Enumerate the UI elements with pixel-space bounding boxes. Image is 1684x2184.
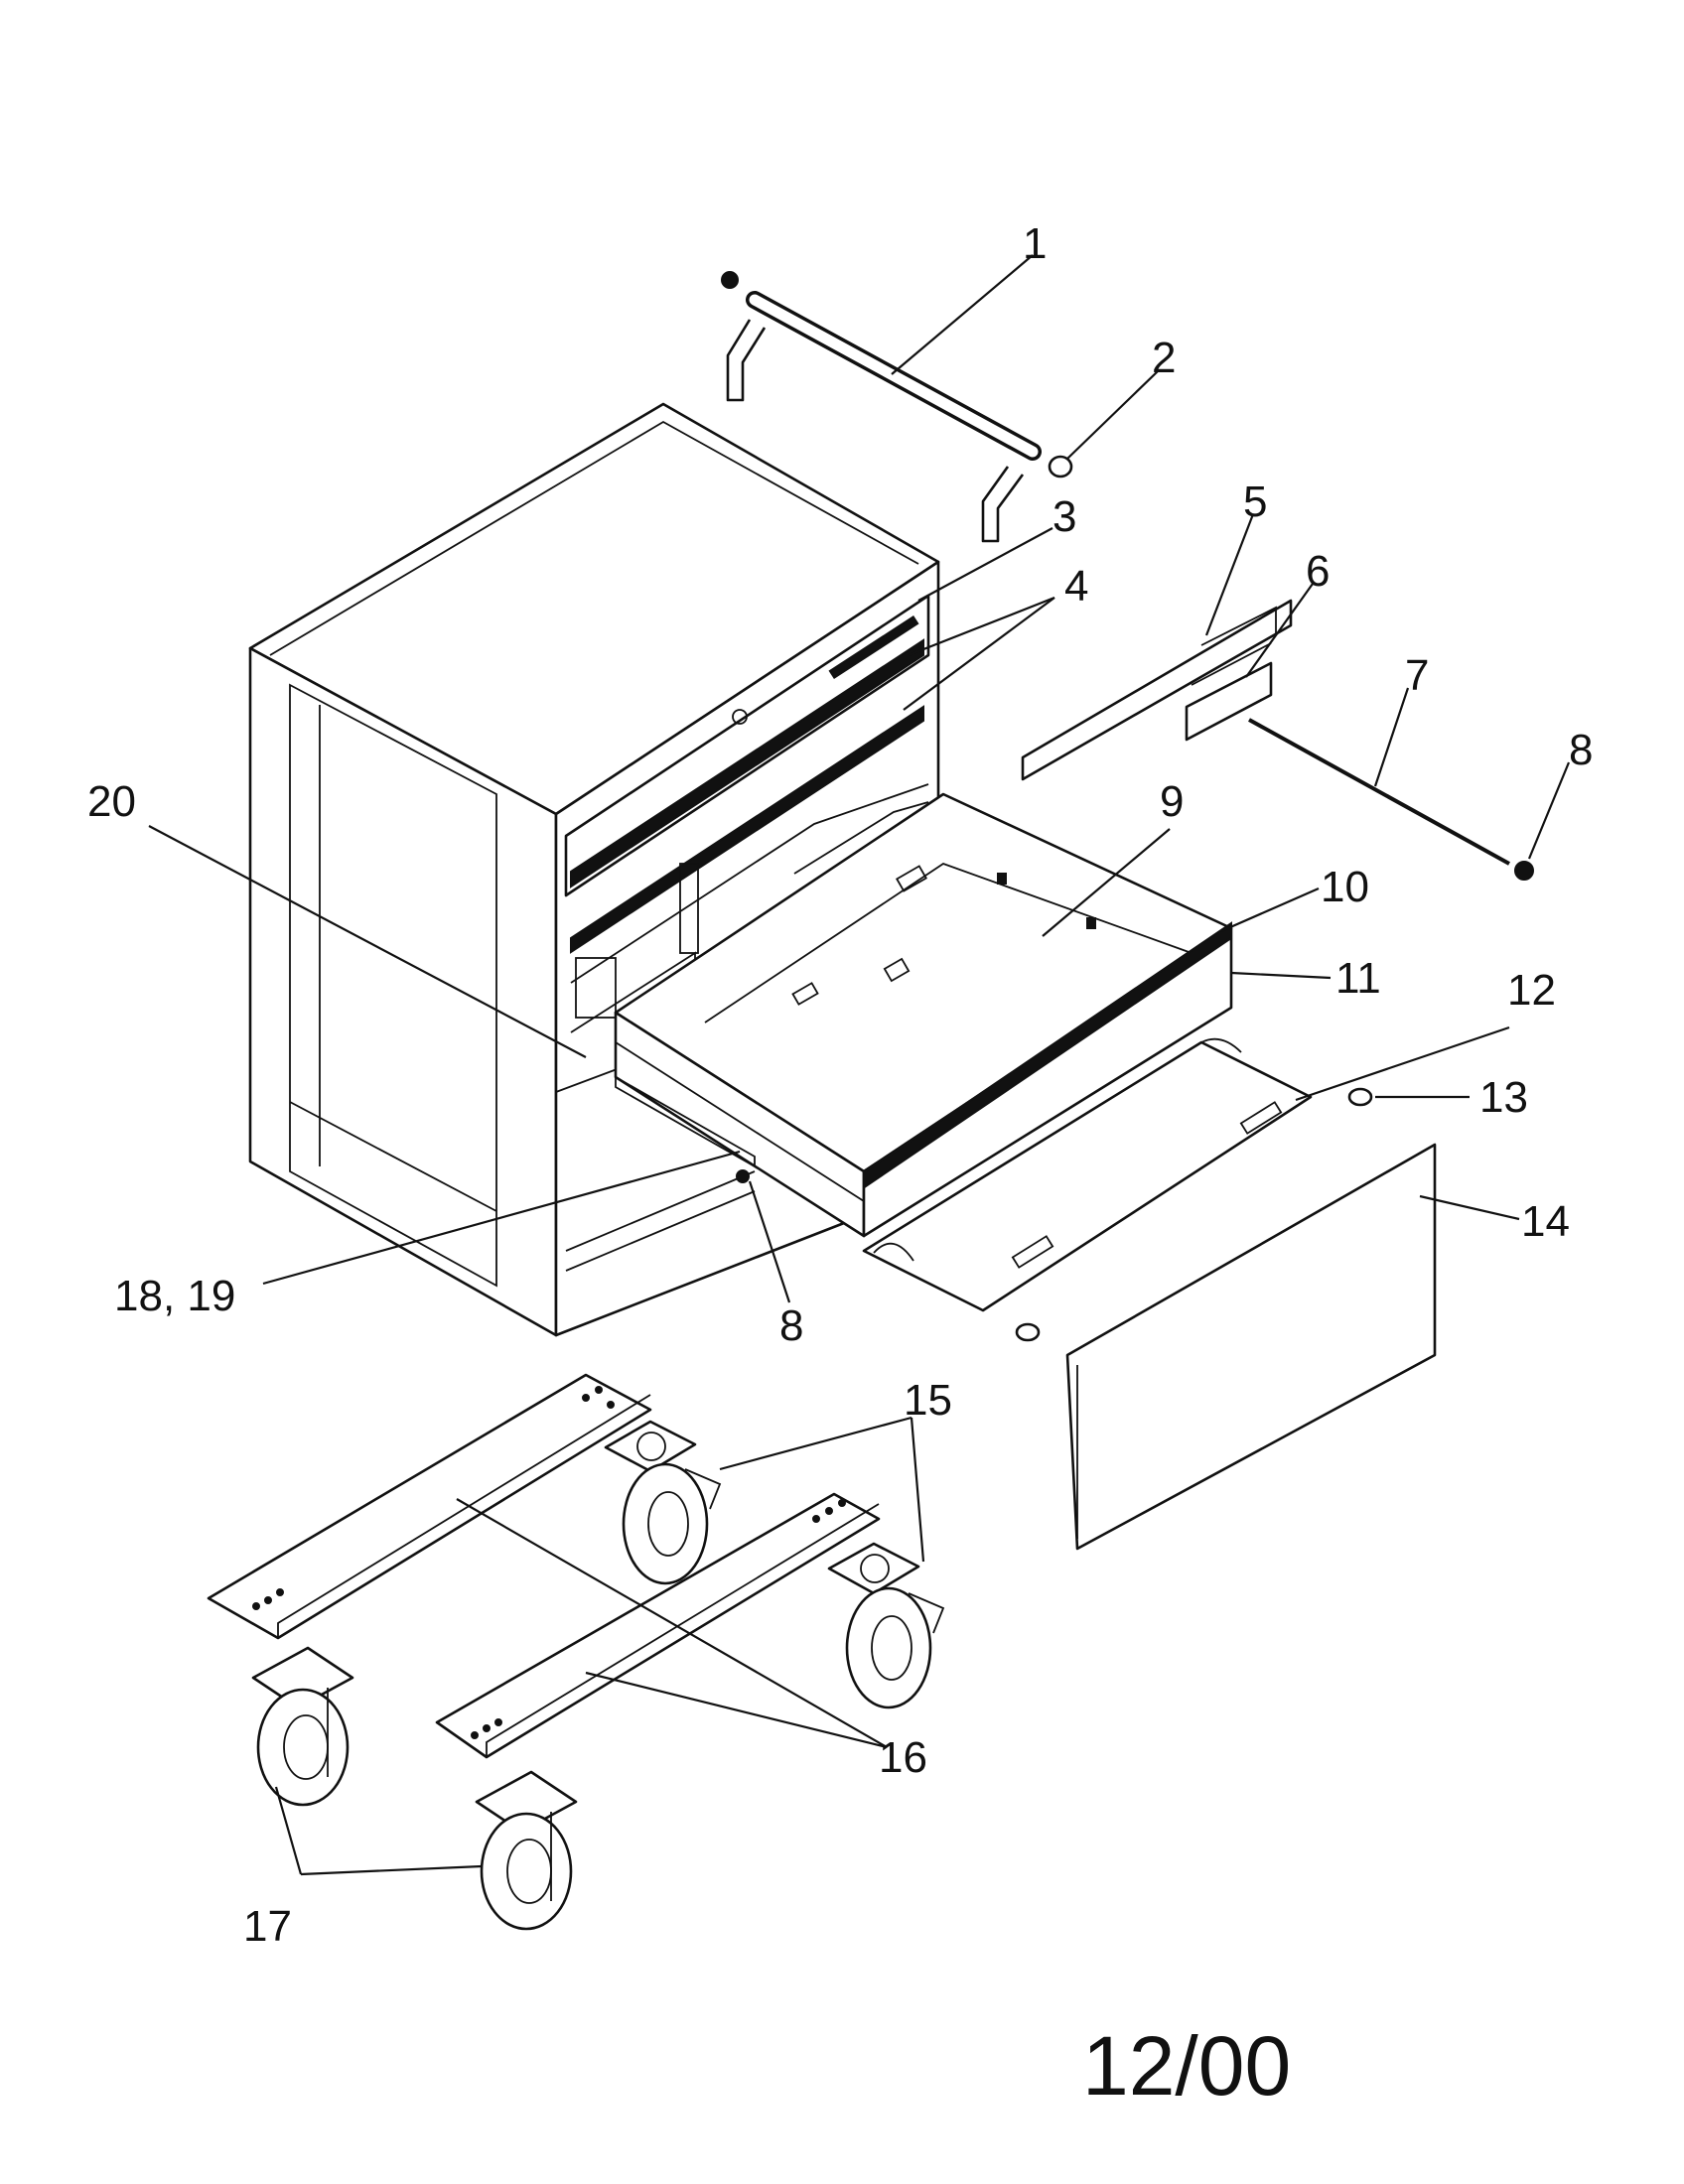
callout-18-19: 18, 19	[114, 1272, 235, 1320]
brake-caster-part-15	[604, 1420, 945, 1709]
callout-20: 20	[87, 777, 136, 826]
open-drawer-part-11	[614, 792, 1233, 1238]
rod-part-7	[1248, 718, 1510, 866]
screw-part-8-lower	[736, 1169, 750, 1183]
drawer-bottom-part-12	[862, 1037, 1313, 1312]
drawer-liner-part-10	[865, 921, 1232, 1188]
caster-plate-part-16	[207, 1373, 881, 1759]
callout-10: 10	[1321, 863, 1369, 911]
screw-part-13	[1015, 1087, 1373, 1342]
callout-15: 15	[904, 1376, 952, 1425]
callout-12: 12	[1507, 966, 1556, 1015]
callout-2: 2	[1152, 334, 1176, 382]
handle-part-1	[721, 271, 1042, 543]
callout-7: 7	[1405, 651, 1429, 700]
revision-date: 12/00	[1082, 2019, 1291, 2113]
callout-14: 14	[1521, 1197, 1570, 1246]
end-cap-part-2	[1048, 455, 1073, 478]
callout-17: 17	[243, 1902, 292, 1951]
drawer-front-panel-part-14	[1065, 1143, 1437, 1551]
callout-8-lower: 8	[779, 1301, 803, 1350]
callout-9: 9	[1160, 777, 1184, 826]
leader-lines	[148, 254, 1571, 1876]
callout-1: 1	[1023, 219, 1047, 268]
callout-13: 13	[1479, 1073, 1528, 1122]
callout-labels: 1 2 3 4 5 6 7 8 9 10 11 12 13 14 15 16 1…	[87, 219, 1593, 1951]
callout-11: 11	[1335, 954, 1381, 1003]
rigid-caster-part-17	[251, 1646, 578, 1931]
slide-bracket-part-6	[1185, 661, 1273, 742]
callout-5: 5	[1243, 478, 1267, 526]
callout-16: 16	[879, 1733, 927, 1782]
callout-6: 6	[1306, 547, 1330, 596]
callout-3: 3	[1052, 492, 1076, 541]
drawer-stop-part-9	[883, 957, 911, 983]
screw-part-8-right	[1514, 861, 1534, 881]
drawer-slide-part-5	[1021, 599, 1293, 781]
callout-8-right: 8	[1569, 726, 1593, 774]
callout-4: 4	[1064, 562, 1088, 611]
